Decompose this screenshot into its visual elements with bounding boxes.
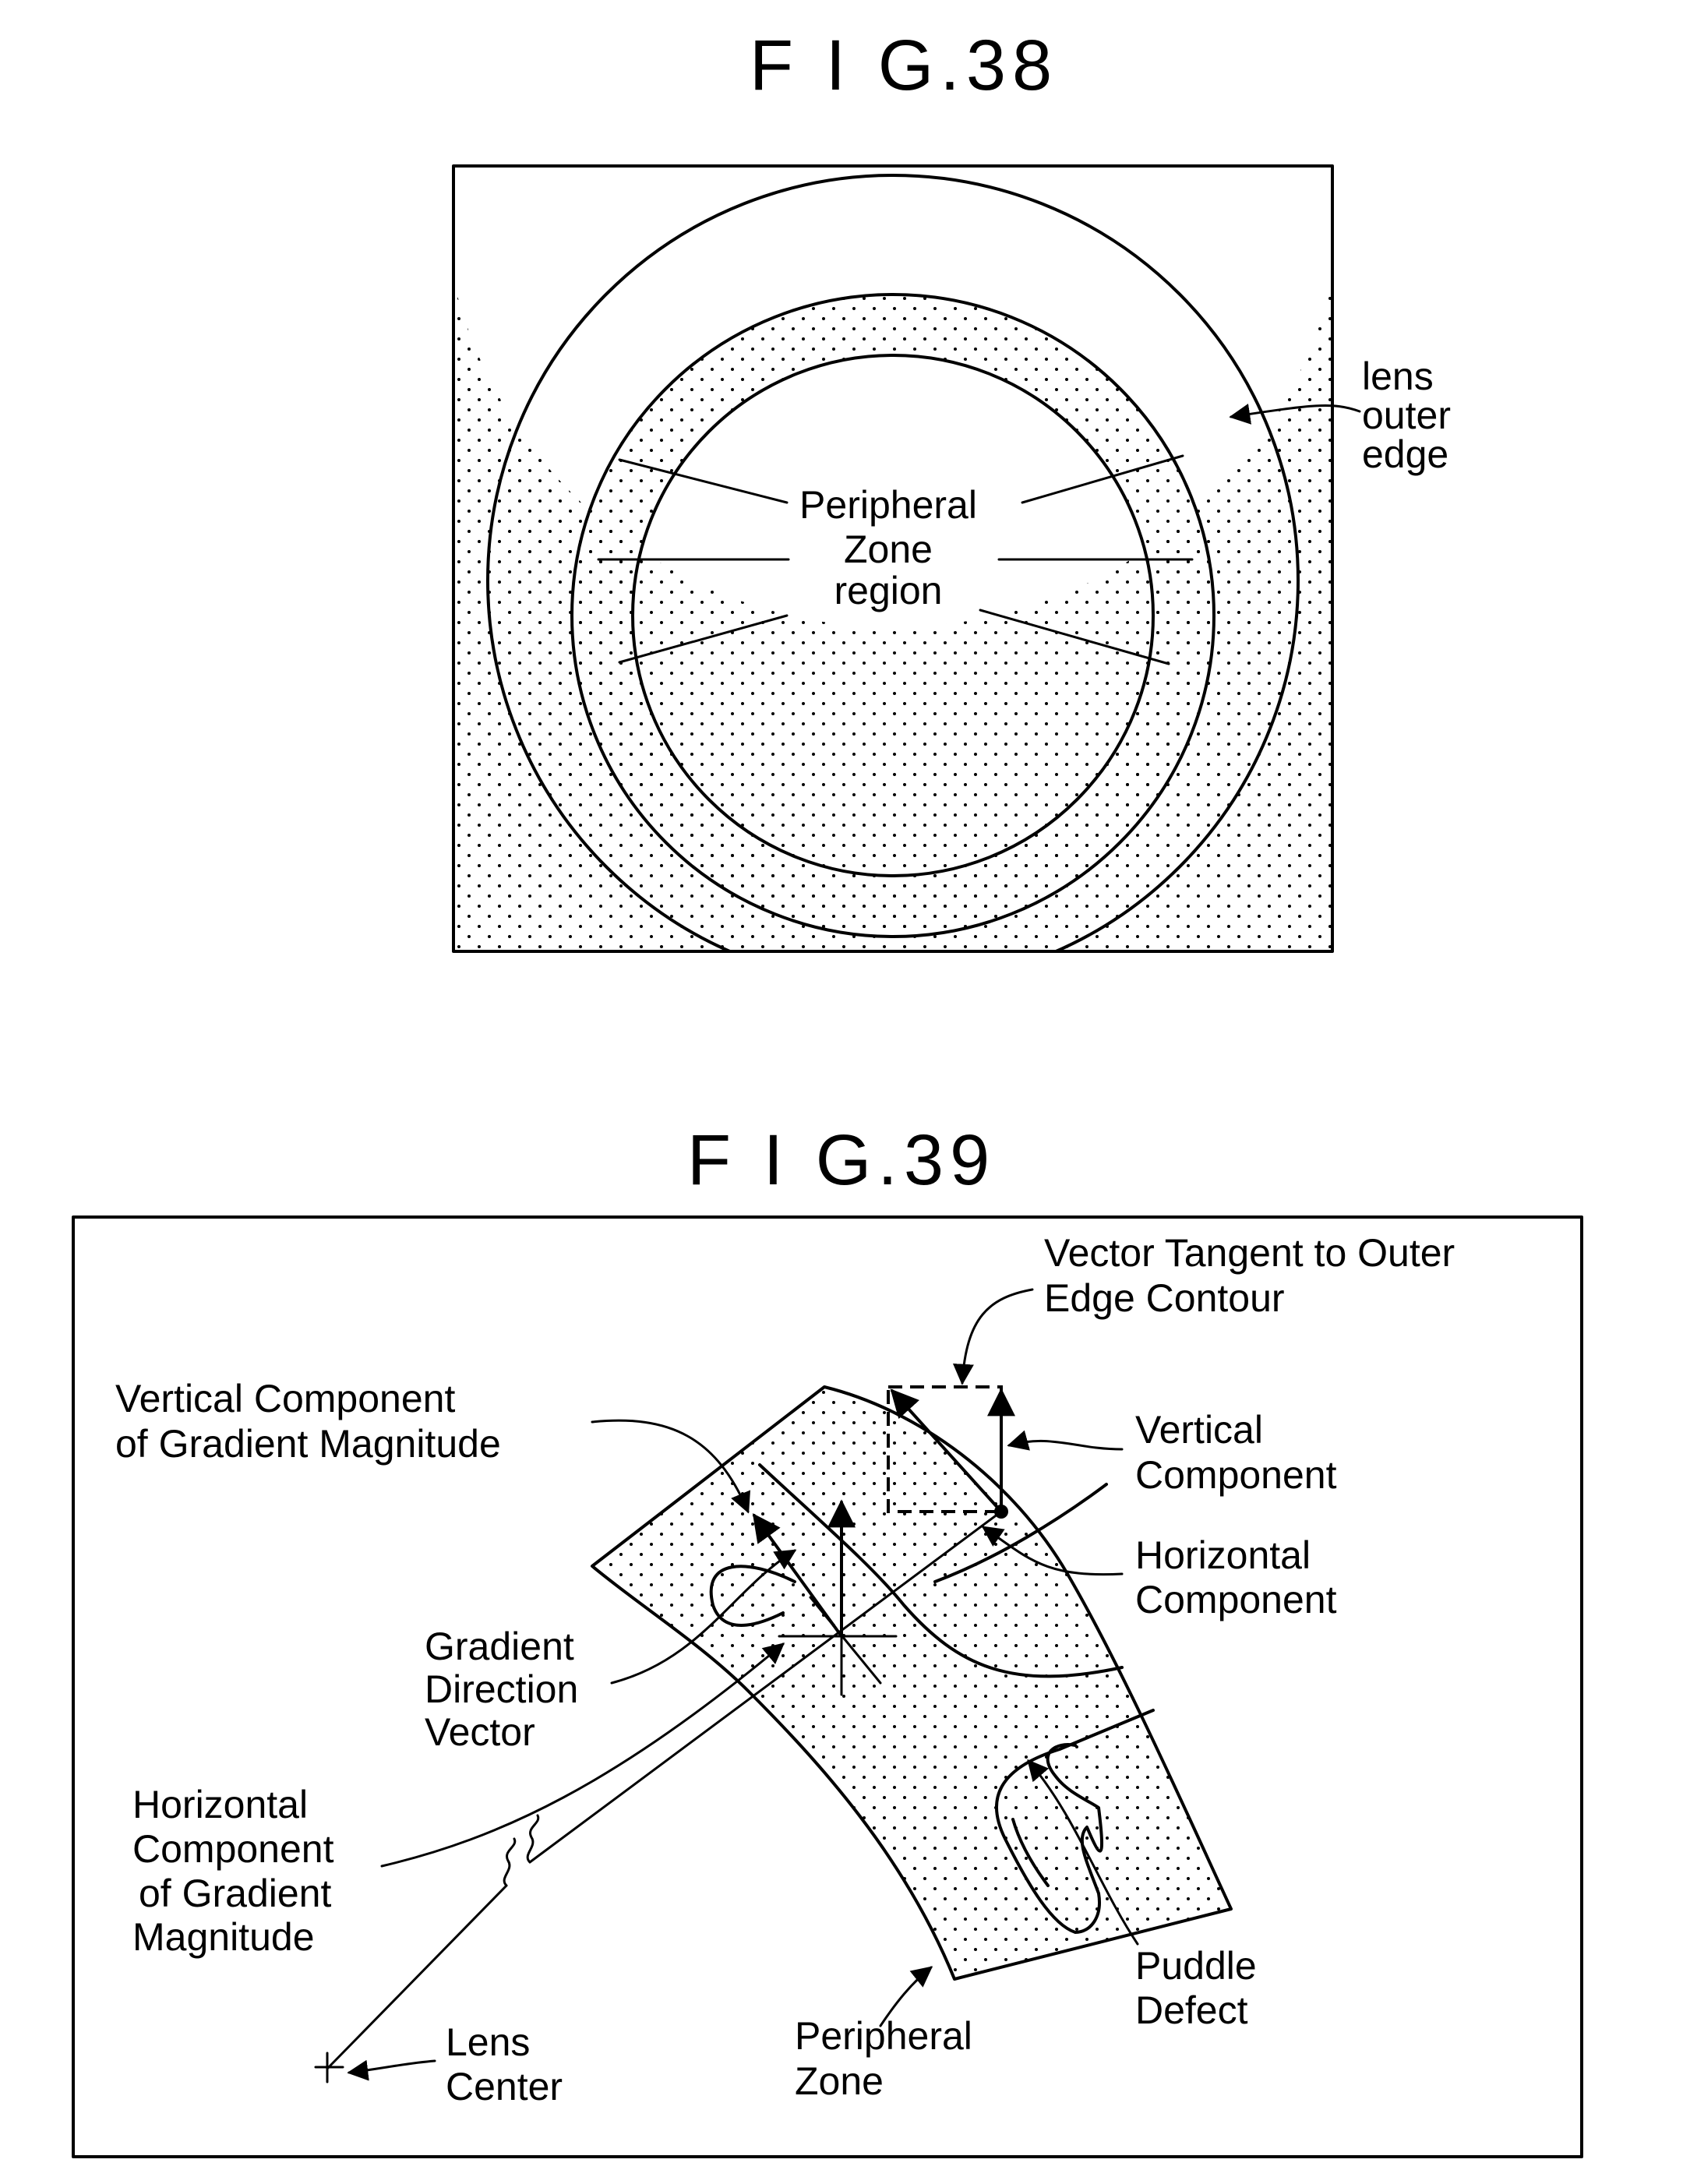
fig39-puddle-label-1: Puddle	[1135, 1944, 1257, 1988]
figure-38: F I G.38 Peripheral Zone region lens out…	[452, 26, 1451, 953]
fig39-horizontal-component-leader	[981, 1526, 1124, 1576]
fig38-radial-line	[1021, 454, 1184, 504]
fig39-lens-center-label-2: Center	[446, 2065, 563, 2108]
fig39-vert-label-1: Vertical	[1135, 1408, 1263, 1452]
fig39-vertical-component-leader	[1007, 1430, 1124, 1451]
fig39-peripheral-zone	[591, 1385, 1233, 1981]
fig38-edge-label-3: edge	[1362, 432, 1448, 476]
fig38-radial-line	[979, 609, 1170, 665]
fig39-break-mark	[503, 1837, 517, 1887]
fig39-break-mark	[526, 1814, 540, 1864]
fig38-edge-label-2: outer	[1362, 393, 1451, 437]
fig39-vert-label-2: Component	[1135, 1453, 1337, 1497]
fig39-puddle-defect-edge	[1011, 1818, 1050, 1887]
fig39-puddle-leader	[1027, 1759, 1139, 1946]
fig39-horiz-grad-label-3: of Gradient	[139, 1872, 331, 1915]
fig38-dotted-corners	[453, 166, 1332, 951]
fig38-zone-label-3: region	[834, 569, 943, 612]
fig39-left-loop	[709, 1565, 796, 1627]
fig38-radial-line	[618, 614, 789, 664]
fig39-vert-grad-label-2: of Gradient Magnitude	[115, 1422, 501, 1466]
fig38-edge-label-1: lens	[1362, 355, 1434, 398]
fig38-frame	[452, 164, 1334, 953]
fig39-horiz-label-2: Component	[1135, 1578, 1337, 1621]
fig39-radial-line-lower	[326, 1884, 508, 2070]
fig39-horiz-grad-label-1: Horizontal	[132, 1783, 308, 1826]
fig39-title: F I G.39	[687, 1120, 996, 1200]
fig39-periph-label-1: Peripheral	[795, 2014, 972, 2058]
fig39-tangent-leader	[952, 1288, 1034, 1385]
fig39-grad-dir-label-2: Direction	[425, 1667, 578, 1711]
fig39-radial-line-upper	[528, 1510, 1003, 1864]
fig39-horiz-label-1: Horizontal	[1135, 1533, 1311, 1577]
figure-39: F I G.39	[72, 1120, 1583, 2158]
fig38-frame-content	[453, 166, 1332, 951]
fig39-frame	[72, 1215, 1583, 2158]
fig38-title: F I G.38	[750, 26, 1058, 105]
fig39-gradient-direction-leader	[610, 1549, 797, 1685]
fig39-zone-contour	[758, 1463, 1124, 1678]
fig38-radial-line	[618, 458, 789, 504]
fig39-vertical-gradient-leader	[591, 1419, 751, 1514]
fig38-zone-label-2: Zone	[844, 527, 933, 571]
fig39-tangent-label-1: Vector Tangent to Outer	[1044, 1231, 1455, 1275]
fig39-lens-center-label-1: Lens	[446, 2020, 530, 2064]
fig39-grad-dir-label-1: Gradient	[425, 1625, 574, 1668]
fig39-peripheral-leader	[879, 1966, 933, 2027]
fig39-puddle-defect	[994, 1709, 1155, 1934]
fig39-puddle-label-2: Defect	[1135, 1988, 1248, 2032]
fig39-lens-center-leader	[347, 2059, 436, 2081]
fig38-inner-circle	[631, 354, 1155, 877]
fig39-horizontal-gradient-leader	[380, 1642, 785, 1868]
fig39-tangent-label-2: Edge Contour	[1044, 1276, 1285, 1320]
fig39-horiz-grad-label-4: Magnitude	[132, 1915, 315, 1959]
fig38-zone-label-1: Peripheral	[799, 483, 977, 527]
fig39-periph-label-2: Zone	[795, 2059, 884, 2103]
fig39-zone-contour	[933, 1483, 1108, 1583]
fig39-grad-dir-label-3: Vector	[425, 1710, 535, 1754]
fig39-horiz-grad-label-2: Component	[132, 1827, 334, 1871]
fig39-tangent-vector-arrow	[890, 1388, 1003, 1513]
fig38-outer-circle	[486, 174, 1300, 951]
fig39-vert-grad-label-1: Vertical Component	[115, 1377, 455, 1420]
fig39-gradient-direction-arrow	[752, 1513, 843, 1638]
fig38-lens-outer-edge	[570, 293, 1216, 938]
fig38-edge-leader	[1229, 404, 1361, 425]
